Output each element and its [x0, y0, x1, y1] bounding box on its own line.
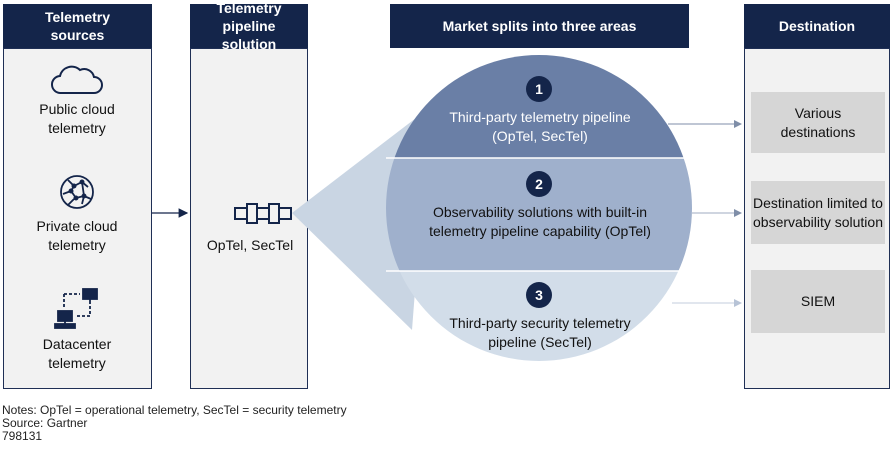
server-network-icon: [54, 288, 98, 329]
area-1-text: Third-party telemetry pipeline (OpTel, S…: [449, 109, 631, 144]
market-header: Market splits into three areas: [390, 4, 689, 48]
destination-header: Destination: [744, 4, 890, 48]
source-datacenter-label: Datacenter telemetry: [42, 336, 112, 371]
destination-observability: Destination limited to observability sol…: [751, 181, 885, 244]
destination-siem: SIEM: [751, 270, 885, 333]
pipeline-header: Telemetry pipeline solution: [190, 0, 308, 52]
pipe-connector-icon: [234, 203, 292, 224]
notes-line: Notes: OpTel = operational telemetry, Se…: [2, 403, 347, 417]
network-globe-icon: [60, 175, 94, 209]
pipeline-label: OpTel, SecTel: [206, 237, 294, 253]
area-3-number: 3: [535, 287, 543, 303]
destination-various: Various destinations: [751, 92, 885, 153]
sources-column: [3, 48, 152, 389]
cloud-icon: [51, 65, 103, 94]
area-2-badge: [526, 171, 552, 197]
area-2-number: 2: [535, 176, 543, 192]
source-public-cloud-label: Public cloud telemetry: [39, 101, 115, 136]
area-3-text: Third-party security telemetry pipeline …: [449, 315, 631, 350]
area-1-badge: [526, 76, 552, 102]
area-1-number: 1: [535, 81, 543, 97]
area-2-text: Observability solutions with built-in te…: [429, 204, 651, 239]
area-3-badge: [526, 282, 552, 308]
source-line: Source: Gartner: [2, 416, 88, 430]
source-private-cloud-label: Private cloud telemetry: [36, 218, 118, 253]
document-id: 798131: [2, 429, 43, 443]
sources-header: Telemetry sources: [3, 4, 152, 48]
